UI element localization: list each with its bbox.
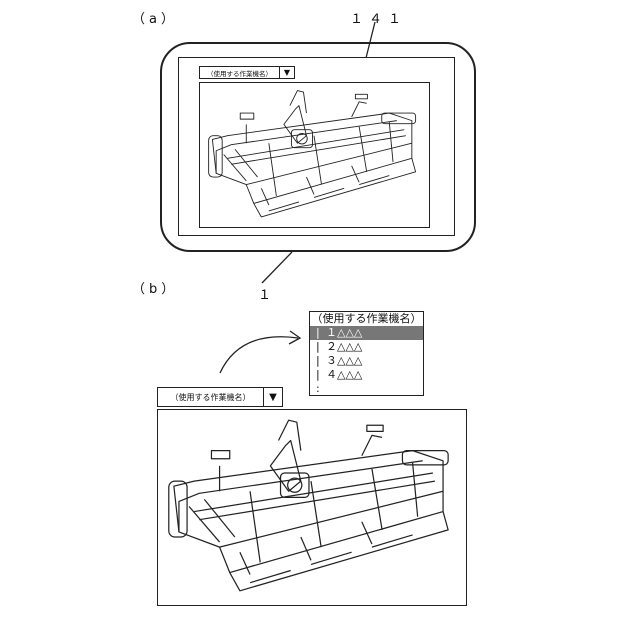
leader-line-1 bbox=[262, 252, 292, 283]
rotary-tiller-illustration bbox=[158, 410, 464, 603]
leader-line-141 bbox=[366, 22, 375, 58]
machine-image-frame-b bbox=[157, 409, 467, 606]
curved-arrow-icon bbox=[220, 337, 298, 373]
